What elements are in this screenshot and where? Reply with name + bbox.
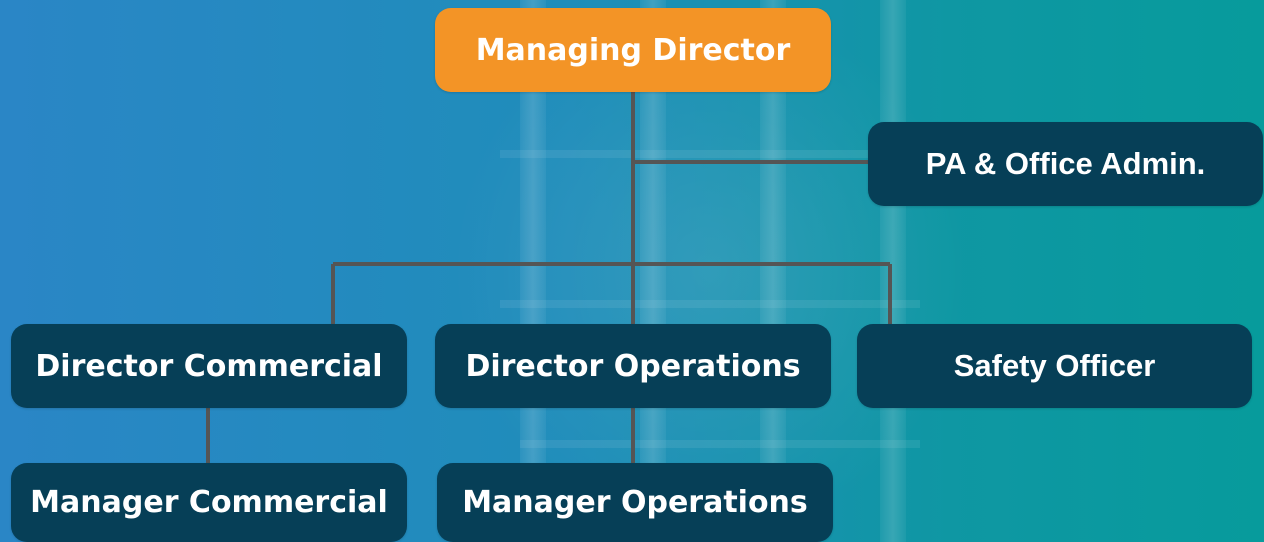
safety-officer-label: Safety Officer bbox=[953, 348, 1156, 383]
director-operations-box: Director Operations bbox=[435, 324, 831, 408]
manager-operations-box: Manager Operations bbox=[437, 463, 833, 542]
director-commercial-box: Director Commercial bbox=[11, 324, 407, 408]
pa-office-admin-label: PA & Office Admin. bbox=[925, 146, 1206, 181]
safety-officer-box: Safety Officer bbox=[857, 324, 1252, 408]
director-operations-label: Director Operations bbox=[465, 348, 801, 384]
pa-office-admin-box: PA & Office Admin. bbox=[868, 122, 1263, 206]
scaffold-post bbox=[880, 0, 906, 542]
scaffold-rail bbox=[500, 300, 920, 308]
scaffold-rail bbox=[520, 440, 920, 448]
director-commercial-label: Director Commercial bbox=[35, 348, 383, 384]
manager-commercial-label: Manager Commercial bbox=[30, 485, 388, 520]
managing-director-label: Managing Director bbox=[475, 32, 791, 68]
manager-operations-label: Manager Operations bbox=[462, 485, 808, 520]
scaffold-rail bbox=[500, 150, 920, 158]
manager-commercial-box: Manager Commercial bbox=[11, 463, 407, 542]
managing-director-box: Managing Director bbox=[435, 8, 831, 92]
